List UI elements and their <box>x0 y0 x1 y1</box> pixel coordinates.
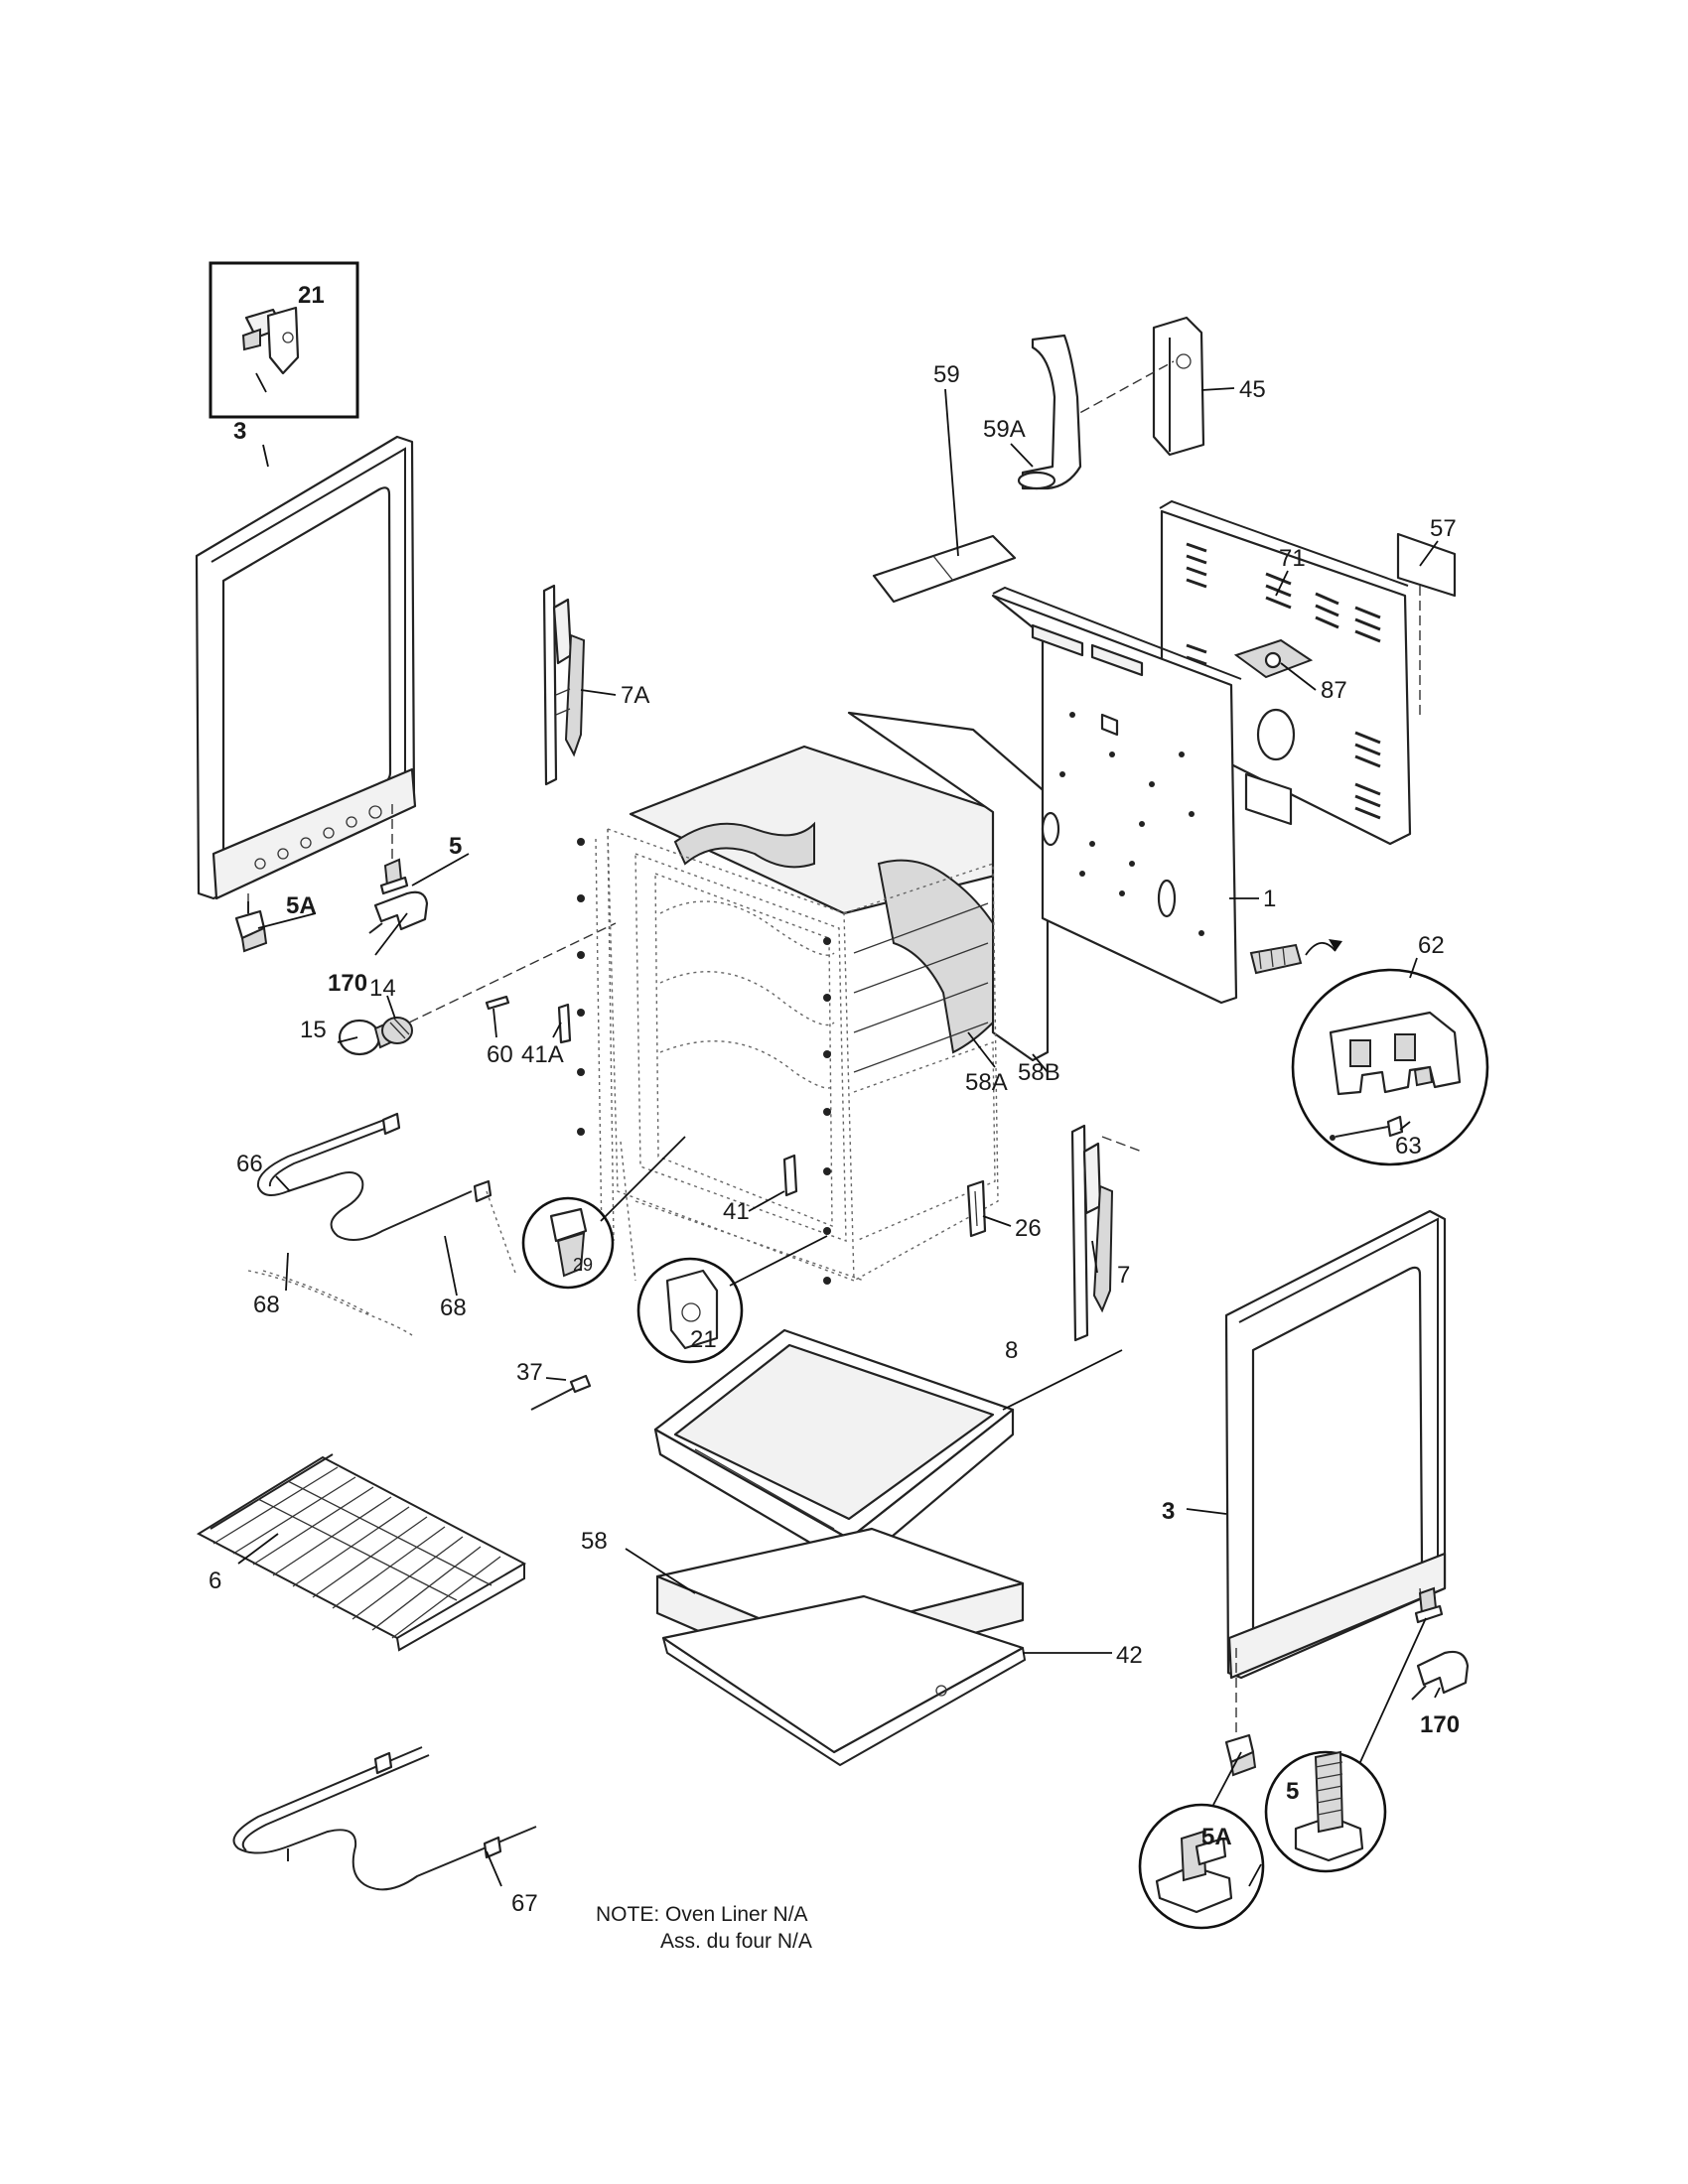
bracket-41A <box>557 1003 572 1044</box>
label-plate-87: 87 <box>1321 677 1347 704</box>
label-wire-68-left: 68 <box>253 1292 280 1318</box>
label-hinge-170: 170 <box>328 970 367 997</box>
label-bracket-26: 26 <box>1015 1215 1042 1242</box>
label-cover-57: 57 <box>1430 515 1457 542</box>
label-clip-29: 29 <box>573 1255 593 1275</box>
part-labels: 21 3 5 5A 170 14 15 60 41A 66 68 68 7A 4… <box>209 282 1460 1917</box>
label-insulation-58B: 58B <box>1018 1059 1060 1086</box>
oven-light <box>338 922 617 1056</box>
label-panel-1: 1 <box>1263 886 1276 912</box>
detail-circle-62 <box>1291 968 1489 1166</box>
terminal-block <box>1249 939 1342 975</box>
label-hinge-7: 7 <box>1117 1262 1130 1289</box>
label-insulation-58: 58 <box>581 1528 608 1555</box>
label-vent-45: 45 <box>1239 376 1266 403</box>
label-left-door-3: 3 <box>233 418 246 445</box>
note-line-2: Ass. du four N/A <box>660 1930 812 1953</box>
label-rack-6: 6 <box>209 1568 221 1594</box>
bracket-41 <box>782 1154 798 1197</box>
label-element-67: 67 <box>511 1890 538 1917</box>
hinge-7 <box>1070 1124 1143 1342</box>
label-hinge-7A: 7A <box>621 682 649 709</box>
label-leveler-5A: 5A <box>286 892 317 919</box>
label-leg-5-detail: 5 <box>1286 1778 1299 1805</box>
wire-68 <box>262 1270 373 1316</box>
bracket-26 <box>966 1179 987 1238</box>
bake-element-66 <box>247 1112 517 1336</box>
leg-5-left <box>379 858 409 895</box>
label-inset-21: 21 <box>298 282 325 309</box>
label-duct-59: 59 <box>933 361 960 388</box>
label-terminal-62: 62 <box>1418 932 1445 959</box>
vent-45 <box>1054 316 1205 457</box>
hinge-bracket-170-left <box>368 890 429 934</box>
label-panel-42: 42 <box>1116 1642 1143 1669</box>
label-sensor-37: 37 <box>516 1359 543 1386</box>
label-bulb-15: 15 <box>300 1017 327 1043</box>
label-wire-68-right: 68 <box>440 1295 467 1321</box>
label-leveler-5A-detail: 5A <box>1201 1824 1232 1850</box>
leveler-5A-left <box>234 901 268 953</box>
drawer-8 <box>653 1328 1015 1570</box>
hinge-7A <box>542 584 586 786</box>
label-clip-60: 60 <box>487 1041 513 1068</box>
label-bracket-41: 41 <box>723 1198 750 1225</box>
label-element-66: 66 <box>236 1151 263 1177</box>
clip-60 <box>485 995 510 1011</box>
label-screw-63: 63 <box>1395 1133 1422 1160</box>
label-panel-71: 71 <box>1279 545 1306 572</box>
left-door <box>195 435 417 933</box>
sensor-37 <box>530 1374 592 1411</box>
detail-circle-21 <box>636 1235 828 1364</box>
duct-59A <box>1017 334 1082 490</box>
duct-59 <box>872 534 1017 604</box>
leg-5-right <box>1414 1586 1444 1624</box>
leader-lines <box>237 372 1441 1887</box>
leveler-5A-right <box>1224 1733 1257 1777</box>
hinge-bracket-170-right <box>1411 1650 1470 1701</box>
label-hinge-170-right: 170 <box>1420 1711 1460 1738</box>
detail-circle-29 <box>521 1136 686 1290</box>
broil-element-67 <box>232 1746 537 1891</box>
label-leg-5: 5 <box>449 833 462 860</box>
bottom-panel-42 <box>661 1594 1027 1767</box>
cover-57 <box>1396 532 1457 715</box>
right-door <box>1224 1209 1447 1732</box>
inner-panel-1 <box>991 586 1242 1005</box>
label-spacer-21: 21 <box>690 1326 717 1353</box>
note: NOTE: Oven Liner N/A Ass. du four N/A <box>596 1903 812 1953</box>
detail-circle-5 <box>1264 1617 1427 1873</box>
oven-cavity <box>577 711 1055 1285</box>
label-drawer-8: 8 <box>1005 1337 1018 1364</box>
label-bracket-41A: 41A <box>521 1041 564 1068</box>
label-insulation-58A: 58A <box>965 1069 1008 1096</box>
label-right-door-3: 3 <box>1162 1498 1175 1525</box>
detail-circle-5A <box>1138 1751 1265 1930</box>
label-socket-14: 14 <box>369 975 396 1002</box>
oven-rack-6 <box>196 1453 527 1652</box>
note-line-1: NOTE: Oven Liner N/A <box>596 1903 808 1926</box>
inset-box-21 <box>209 261 359 419</box>
label-duct-59A: 59A <box>983 416 1026 443</box>
